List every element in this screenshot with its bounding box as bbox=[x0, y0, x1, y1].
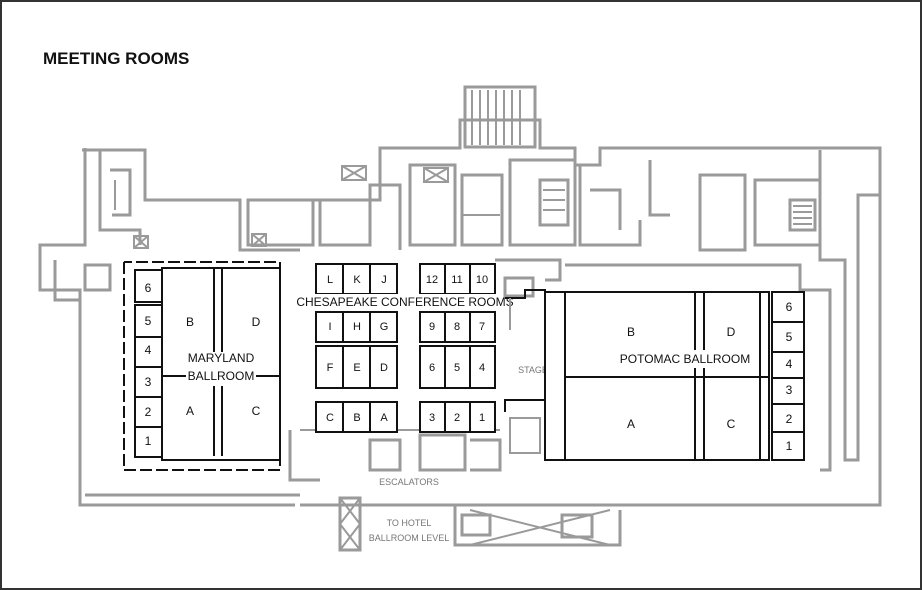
chesapeake-room-3: 3 bbox=[429, 412, 435, 424]
potomac-section-c: C bbox=[727, 417, 736, 431]
chesapeake-room-e: E bbox=[353, 362, 360, 374]
potomac-room-6: 6 bbox=[786, 300, 793, 314]
maryland-section-b: B bbox=[186, 315, 194, 329]
chesapeake-room-d: D bbox=[380, 362, 388, 374]
escalators-label: ESCALATORS bbox=[379, 477, 439, 487]
chesapeake-room-f: F bbox=[327, 362, 334, 374]
maryland-room-5: 5 bbox=[145, 314, 152, 328]
chesapeake-room-1: 1 bbox=[479, 412, 485, 424]
chesapeake-room-7: 7 bbox=[479, 321, 485, 333]
maryland-room-1: 1 bbox=[145, 434, 152, 448]
potomac-ballroom[interactable]: 6 5 4 3 2 1 B D A C POTOMAC BALLROOM bbox=[544, 291, 805, 461]
chesapeake-room-10: 10 bbox=[476, 274, 488, 286]
chesapeake-room-a: A bbox=[380, 412, 388, 424]
chesapeake-room-8: 8 bbox=[454, 321, 460, 333]
chesapeake-room-c: C bbox=[326, 412, 334, 424]
chesapeake-room-6: 6 bbox=[429, 362, 435, 374]
stage-area: STAGE bbox=[504, 289, 548, 454]
potomac-room-5: 5 bbox=[786, 330, 793, 344]
potomac-section-d: D bbox=[727, 325, 736, 339]
potomac-section-a: A bbox=[627, 417, 635, 431]
chesapeake-room-2: 2 bbox=[454, 412, 460, 424]
potomac-room-1: 1 bbox=[786, 439, 793, 453]
chesapeake-room-k: K bbox=[353, 274, 361, 286]
maryland-section-d: D bbox=[252, 315, 261, 329]
potomac-ballroom-name: POTOMAC BALLROOM bbox=[620, 352, 750, 366]
chesapeake-room-4: 4 bbox=[479, 362, 485, 374]
maryland-section-a: A bbox=[186, 404, 194, 418]
maryland-room-6: 6 bbox=[145, 281, 152, 295]
to-hotel-label-line2: BALLROOM LEVEL bbox=[369, 533, 450, 543]
chesapeake-room-h: H bbox=[353, 321, 361, 333]
chesapeake-room-j: J bbox=[381, 274, 387, 286]
building-outline bbox=[38, 85, 882, 552]
chesapeake-room-12: 12 bbox=[426, 274, 438, 286]
chesapeake-room-i: I bbox=[328, 321, 331, 333]
chesapeake-conference-rooms-name: CHESAPEAKE CONFERENCE ROOMS bbox=[296, 295, 513, 309]
chesapeake-room-b: B bbox=[353, 412, 360, 424]
chesapeake-room-11: 11 bbox=[451, 274, 462, 286]
chesapeake-room-g: G bbox=[380, 321, 389, 333]
maryland-ballroom-name-line1: MARYLAND bbox=[188, 351, 255, 365]
maryland-room-2: 2 bbox=[145, 405, 152, 419]
chesapeake-room-9: 9 bbox=[429, 321, 435, 333]
maryland-room-4: 4 bbox=[145, 343, 152, 357]
potomac-section-b: B bbox=[627, 325, 635, 339]
chesapeake-room-5: 5 bbox=[454, 362, 460, 374]
potomac-room-2: 2 bbox=[786, 412, 793, 426]
map-title: MEETING ROOMS bbox=[43, 49, 189, 68]
to-hotel-label-line1: TO HOTEL bbox=[387, 518, 432, 528]
stage-label: STAGE bbox=[518, 365, 548, 375]
maryland-section-c: C bbox=[252, 404, 261, 418]
potomac-room-3: 3 bbox=[786, 383, 793, 397]
chesapeake-conference-rooms[interactable]: L K J I H G F E D C B A 12 11 10 9 8 7 6… bbox=[296, 263, 514, 433]
potomac-room-4: 4 bbox=[786, 357, 793, 371]
maryland-room-3: 3 bbox=[145, 375, 152, 389]
chesapeake-room-l: L bbox=[327, 274, 333, 286]
maryland-ballroom[interactable]: 6 5 4 3 2 1 B D A C MARYLAND BALLROOM bbox=[123, 261, 281, 471]
maryland-ballroom-name-line2: BALLROOM bbox=[188, 369, 255, 383]
